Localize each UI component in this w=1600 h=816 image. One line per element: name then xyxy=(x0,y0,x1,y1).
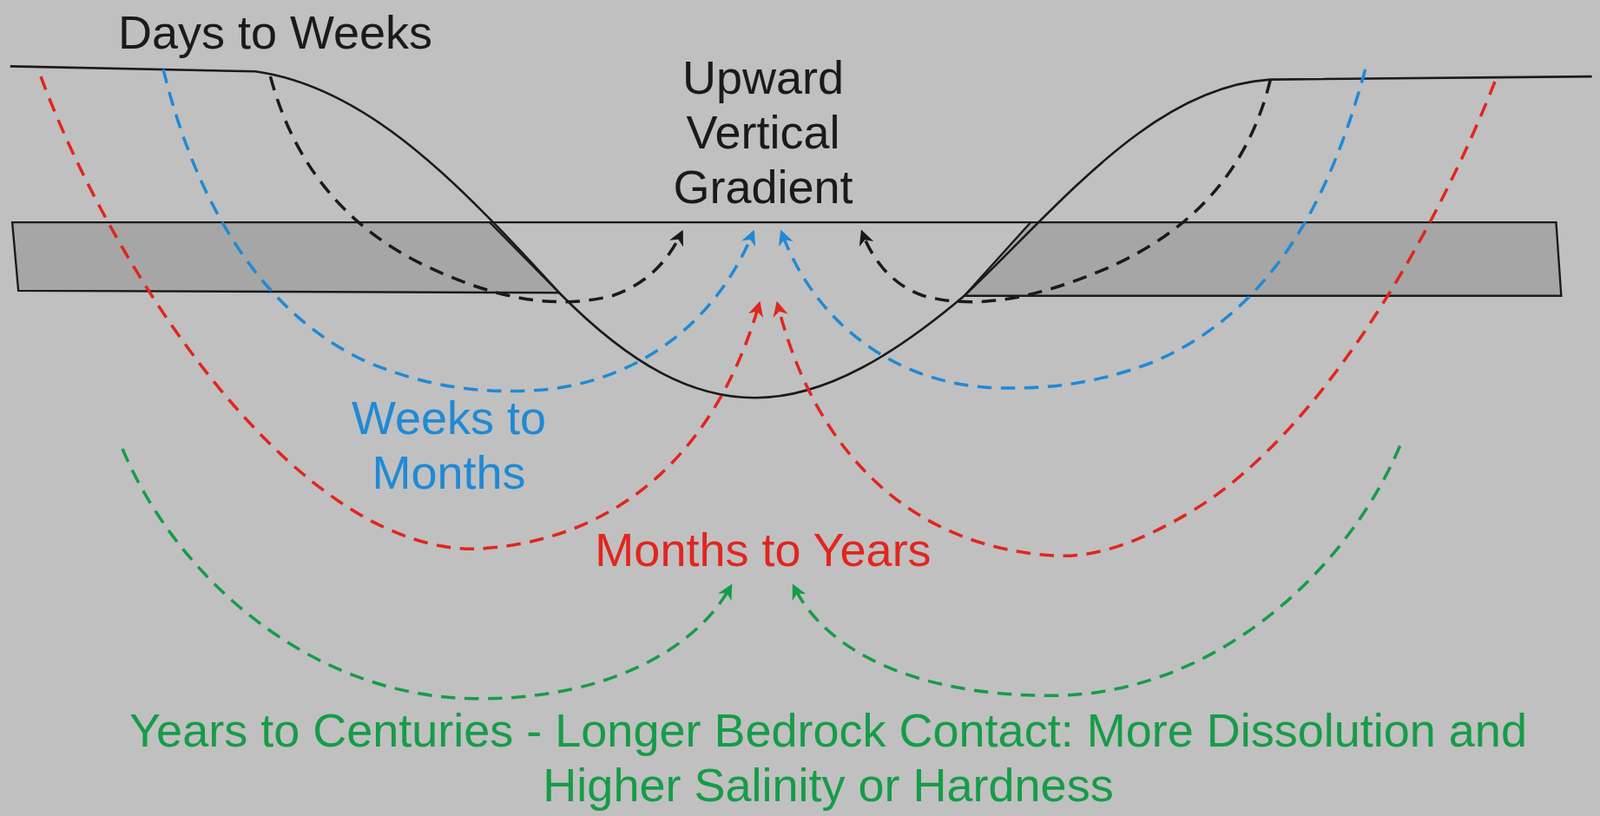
time-label: Months to Years xyxy=(594,522,931,578)
time-label: Days to Weeks xyxy=(118,5,433,60)
flow-path xyxy=(40,76,759,549)
time-label: Weeks to Months xyxy=(318,390,580,501)
bedrock-layer xyxy=(12,222,560,293)
flow-path xyxy=(862,79,1271,303)
note-label: Years to Centuries - Longer Bedrock Cont… xyxy=(107,703,1549,813)
layer-top-line xyxy=(489,221,1031,224)
flow-path xyxy=(163,69,753,392)
flow-path xyxy=(781,69,1365,389)
flow-path xyxy=(269,76,682,303)
flow-path xyxy=(777,81,1495,556)
bedrock-layer xyxy=(964,222,1562,297)
gradient-label: Upward Vertical Gradient xyxy=(672,50,853,215)
